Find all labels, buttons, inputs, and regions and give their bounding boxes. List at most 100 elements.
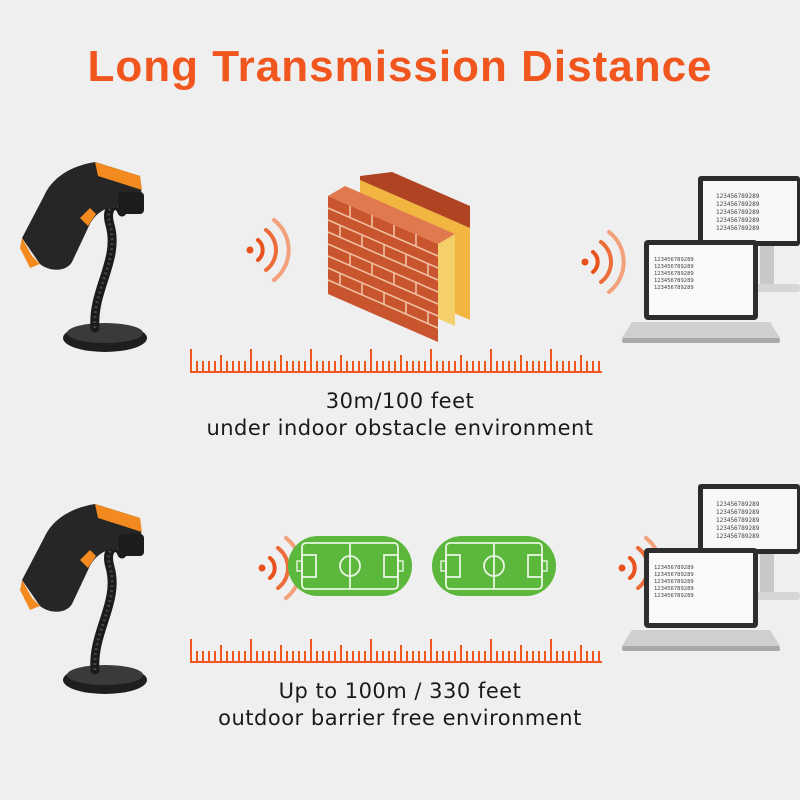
- scanner-icon: [20, 504, 147, 694]
- ruler-tick: [370, 639, 372, 661]
- ruler-tick: [274, 651, 276, 661]
- ruler-tick: [208, 361, 210, 371]
- ruler-tick: [244, 361, 246, 371]
- ruler-tick: [364, 651, 366, 661]
- brick-wall-icon: [327, 172, 470, 342]
- ruler-tick: [490, 349, 492, 371]
- computers-icon: [622, 484, 800, 651]
- ruler-tick: [514, 651, 516, 661]
- ruler-tick: [568, 361, 570, 371]
- distance-label: 30m/100 feet: [325, 389, 475, 413]
- ruler-tick: [322, 361, 324, 371]
- ruler-tick: [388, 651, 390, 661]
- computers-icon: [622, 176, 800, 343]
- ruler-tick: [556, 361, 558, 371]
- ruler-baseline: [190, 371, 602, 373]
- ruler-tick: [388, 361, 390, 371]
- ruler-tick: [316, 651, 318, 661]
- ruler-tick: [526, 651, 528, 661]
- ruler-tick: [478, 361, 480, 371]
- ruler-tick: [418, 361, 420, 371]
- ruler-tick: [442, 361, 444, 371]
- ruler-tick: [382, 361, 384, 371]
- ruler-tick: [352, 361, 354, 371]
- ruler-tick: [322, 651, 324, 661]
- ruler-tick: [436, 361, 438, 371]
- ruler-tick: [256, 361, 258, 371]
- ruler-tick: [376, 651, 378, 661]
- ruler-tick: [550, 639, 552, 661]
- ruler-tick: [490, 639, 492, 661]
- ruler-tick: [202, 361, 204, 371]
- scanner-icon: [20, 162, 147, 352]
- ruler-tick: [316, 361, 318, 371]
- ruler-tick: [472, 361, 474, 371]
- ruler-tick: [298, 651, 300, 661]
- ruler-tick: [430, 639, 432, 661]
- ruler-tick: [328, 361, 330, 371]
- ruler-tick: [232, 651, 234, 661]
- ruler-tick: [466, 651, 468, 661]
- ruler-tick: [520, 355, 522, 371]
- ruler-tick: [424, 361, 426, 371]
- ruler-tick: [220, 645, 222, 661]
- ruler-tick: [268, 361, 270, 371]
- ruler-tick: [196, 651, 198, 661]
- ruler-tick: [346, 361, 348, 371]
- ruler-tick: [418, 651, 420, 661]
- ruler-tick: [280, 645, 282, 661]
- ruler-tick: [484, 361, 486, 371]
- ruler-tick: [370, 349, 372, 371]
- ruler-tick: [496, 361, 498, 371]
- ruler-tick: [580, 355, 582, 371]
- ruler-tick: [586, 651, 588, 661]
- ruler-tick: [556, 651, 558, 661]
- ruler-tick: [592, 361, 594, 371]
- ruler-tick: [448, 651, 450, 661]
- ruler-tick: [334, 651, 336, 661]
- ruler-tick: [562, 651, 564, 661]
- ruler-tick: [394, 651, 396, 661]
- ruler-tick: [238, 651, 240, 661]
- ruler-tick: [310, 349, 312, 371]
- ruler-tick: [364, 361, 366, 371]
- ruler-tick: [586, 361, 588, 371]
- ruler-baseline: [190, 661, 602, 663]
- ruler-tick: [382, 651, 384, 661]
- ruler-tick: [226, 651, 228, 661]
- ruler-tick: [574, 651, 576, 661]
- ruler-tick: [292, 651, 294, 661]
- ruler-tick: [274, 361, 276, 371]
- ruler-tick: [424, 651, 426, 661]
- ruler-tick: [208, 651, 210, 661]
- ruler-tick: [256, 651, 258, 661]
- ruler-tick: [268, 651, 270, 661]
- ruler-tick: [472, 651, 474, 661]
- ruler-tick: [568, 651, 570, 661]
- ruler-tick: [244, 651, 246, 661]
- ruler-tick: [412, 361, 414, 371]
- ruler-tick: [460, 645, 462, 661]
- ruler-tick: [250, 639, 252, 661]
- ruler-tick: [598, 361, 600, 371]
- ruler-tick: [376, 361, 378, 371]
- ruler-tick: [304, 361, 306, 371]
- ruler-tick: [262, 361, 264, 371]
- ruler-tick: [238, 361, 240, 371]
- ruler-tick: [214, 361, 216, 371]
- ruler-tick: [562, 361, 564, 371]
- ruler-tick: [196, 361, 198, 371]
- ruler-tick: [202, 651, 204, 661]
- ruler-tick: [574, 361, 576, 371]
- ruler-tick: [508, 361, 510, 371]
- caption-indoor: 30m/100 feet under indoor obstacle envir…: [0, 388, 800, 442]
- ruler-tick: [532, 361, 534, 371]
- distance-ruler: [190, 639, 602, 663]
- ruler-tick: [292, 361, 294, 371]
- ruler-tick: [454, 361, 456, 371]
- ruler-tick: [544, 361, 546, 371]
- ruler-tick: [538, 651, 540, 661]
- ruler-tick: [592, 651, 594, 661]
